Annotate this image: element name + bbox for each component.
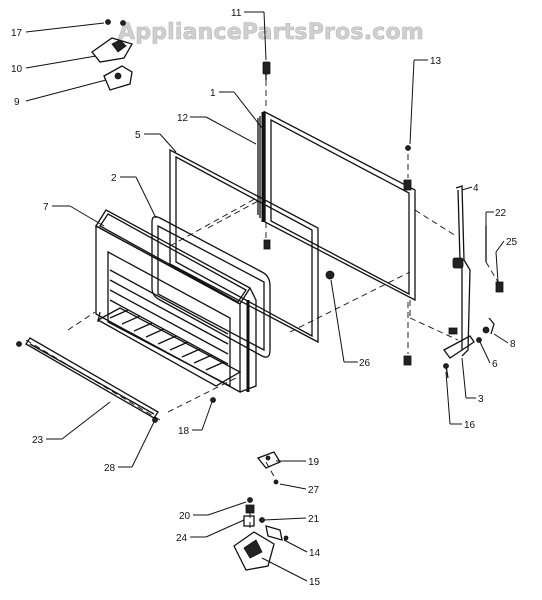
hinge-bracket [443,185,490,359]
callout-14: 14 [309,548,321,559]
callout-4: 4 [473,183,479,194]
callout-13: 13 [430,56,442,67]
freezer-drawer [95,209,257,394]
callout-8: 8 [510,339,516,350]
door-gasket [151,216,271,358]
callout-17: 17 [11,28,23,39]
callout-7: 7 [43,202,49,213]
callout-26: 26 [359,358,371,369]
callout-11: 11 [231,8,242,19]
callout-23: 23 [32,435,44,446]
callout-18: 18 [178,426,190,437]
bottom-hinge-parts [233,451,289,571]
callout-5: 5 [135,130,141,141]
callout-27: 27 [308,485,320,496]
callout-20: 20 [179,511,191,522]
panel-side-rail [257,116,261,218]
callout-9: 9 [14,97,20,108]
assembly-lines [25,80,499,530]
callout-21: 21 [308,514,320,525]
watermark: AppliancePartsPros.com [118,20,424,45]
callout-24: 24 [176,533,188,544]
leader-lines [25,11,509,582]
callout-25: 25 [506,237,518,248]
callout-2: 2 [111,173,117,184]
callout-28: 28 [104,463,116,474]
top-hinge-parts [91,19,133,91]
callout-6: 6 [492,359,498,370]
callout-10: 10 [11,64,23,75]
callout-22: 22 [495,208,507,219]
callout-19: 19 [308,457,320,468]
callout-labels: 17 10 9 11 1 12 5 2 7 13 4 22 25 8 6 3 1… [11,8,518,588]
door-outer-panel [261,110,416,302]
callout-3: 3 [478,394,484,405]
callout-12: 12 [177,113,189,124]
drawer-handle-bar [25,337,159,419]
callout-1: 1 [210,88,216,99]
right-hardware [443,226,504,379]
callout-15: 15 [309,577,321,588]
screws [16,61,412,423]
callout-16: 16 [464,420,476,431]
door-liner-frame [169,148,319,344]
